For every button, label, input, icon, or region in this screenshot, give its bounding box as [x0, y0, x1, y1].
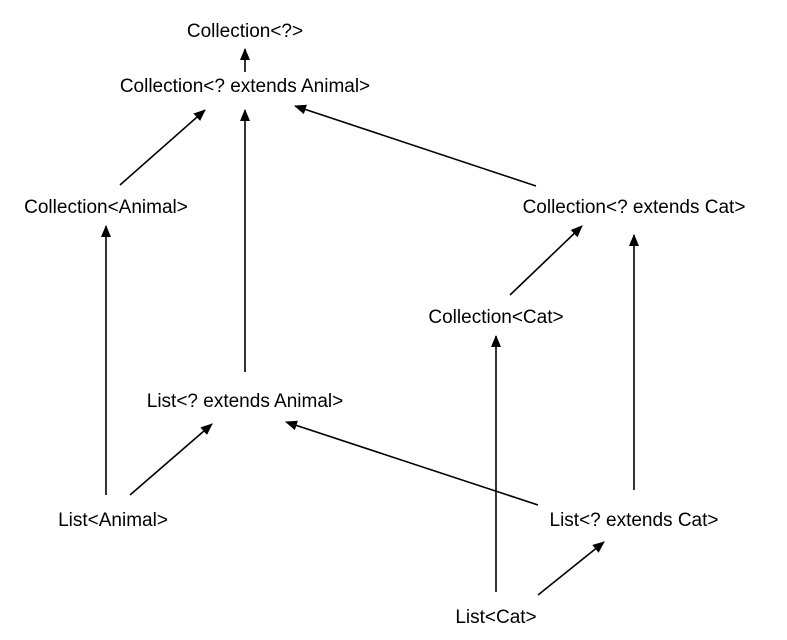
edge-list-animal-to-list-extends-animal [129, 423, 213, 496]
node-collection-animal: Collection<Animal> [24, 197, 188, 218]
nodes-group: Collection<?> Collection<? extends Anima… [24, 21, 745, 628]
node-collection-cat: Collection<Cat> [428, 307, 563, 328]
node-list-extends-animal: List<? extends Animal> [147, 391, 343, 412]
edge-collection-cat-to-collection-extends-cat [509, 225, 583, 296]
edge-collection-animal-to-collection-extends-animal [119, 109, 206, 186]
node-list-animal: List<Animal> [58, 510, 168, 531]
edge-collection-extends-cat-to-collection-extends-animal [294, 104, 537, 187]
node-collection-extends-cat: Collection<? extends Cat> [523, 197, 746, 218]
node-collection-wildcard: Collection<?> [187, 21, 303, 42]
edge-list-extends-cat-to-list-extends-animal [285, 420, 539, 506]
node-list-extends-cat: List<? extends Cat> [550, 510, 719, 531]
node-list-cat: List<Cat> [455, 607, 536, 628]
edges-group [101, 48, 639, 596]
node-collection-extends-animal: Collection<? extends Animal> [120, 76, 370, 97]
edge-list-cat-to-list-extends-cat [537, 541, 605, 596]
